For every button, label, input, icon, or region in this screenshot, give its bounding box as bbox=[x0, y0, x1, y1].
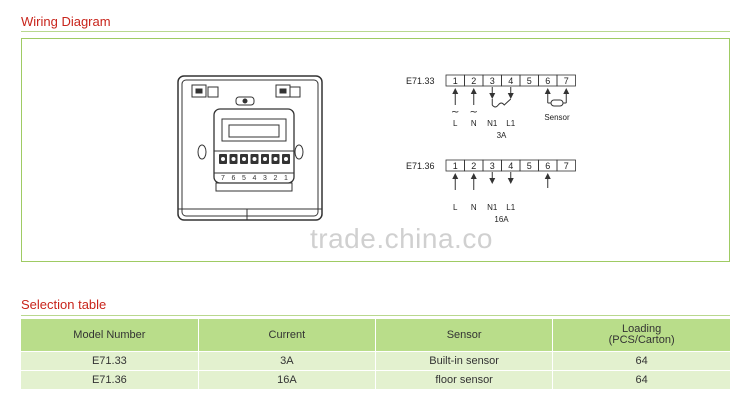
central-module bbox=[213, 108, 295, 184]
load-symbol bbox=[491, 98, 512, 108]
ac-tilde: ~ bbox=[451, 107, 459, 118]
cell-sensor: floor sensor bbox=[375, 370, 554, 389]
terminal-label: N1 bbox=[487, 119, 498, 128]
terminal-number: 7 bbox=[564, 161, 569, 171]
top-latch bbox=[235, 96, 255, 106]
terminal-label: N1 bbox=[487, 203, 498, 212]
device-outer-frame bbox=[177, 75, 323, 221]
header-model-number: Model Number bbox=[21, 319, 199, 352]
ac-tilde: ~ bbox=[470, 107, 478, 118]
terminal-number: 6 bbox=[545, 76, 550, 86]
arrow-head bbox=[470, 88, 477, 94]
sensor-symbol bbox=[550, 99, 564, 107]
arrow-head bbox=[489, 178, 496, 184]
screw-head bbox=[252, 157, 257, 161]
terminal-label: L bbox=[453, 203, 458, 212]
terminal-number: 6 bbox=[545, 161, 550, 171]
thermostat-back-drawing bbox=[177, 75, 323, 221]
table-row: E71.36 16A floor sensor 64 bbox=[21, 370, 730, 389]
arrow-head bbox=[563, 88, 570, 94]
selection-title-rule bbox=[21, 315, 730, 316]
cell-model: E71.36 bbox=[21, 370, 199, 389]
terminal-number: 4 bbox=[508, 76, 513, 86]
device-terminal-number: 1 bbox=[284, 175, 288, 182]
cell-sensor: Built-in sensor bbox=[375, 351, 554, 371]
selection-table: Model Number Current Sensor Loading (PCS… bbox=[21, 319, 730, 389]
arrow-head bbox=[544, 88, 551, 94]
device-terminal-number: 5 bbox=[242, 175, 246, 182]
terminal-number: 7 bbox=[564, 76, 569, 86]
screw-head bbox=[273, 157, 278, 161]
screw-head bbox=[231, 157, 236, 161]
sensor-label: Sensor bbox=[544, 113, 570, 122]
device-terminal-screws bbox=[219, 154, 290, 164]
header-loading: Loading (PCS/Carton) bbox=[552, 319, 730, 352]
table-header-row: Model Number Current Sensor Loading (PCS… bbox=[21, 319, 730, 352]
device-terminal-number: 6 bbox=[232, 175, 236, 182]
right-mount-hole bbox=[294, 144, 304, 160]
model-label: E71.36 bbox=[406, 161, 435, 171]
terminal-box bbox=[556, 74, 576, 87]
terminal-label: N bbox=[471, 203, 477, 212]
header-sensor: Sensor bbox=[375, 319, 554, 352]
arrow-head bbox=[470, 173, 477, 179]
wiring-diagram-title: Wiring Diagram bbox=[21, 14, 111, 29]
terminal-base bbox=[215, 182, 293, 192]
header-current: Current bbox=[198, 319, 377, 352]
terminal-number: 3 bbox=[490, 161, 495, 171]
table-row: E71.33 3A Built-in sensor 64 bbox=[21, 351, 730, 371]
terminal-number: 2 bbox=[471, 161, 476, 171]
cell-current: 3A bbox=[198, 351, 377, 371]
wiring-title-rule bbox=[21, 31, 730, 32]
arrow-head bbox=[507, 178, 514, 184]
cell-loading: 64 bbox=[552, 351, 730, 371]
terminal-number: 5 bbox=[527, 161, 532, 171]
left-mount-hole bbox=[197, 144, 207, 160]
terminal-number: 3 bbox=[490, 76, 495, 86]
terminal-label: L bbox=[453, 119, 458, 128]
model-label: E71.33 bbox=[406, 76, 435, 86]
device-terminal-number: 4 bbox=[253, 175, 257, 182]
screw-head bbox=[263, 157, 267, 161]
terminal-label: L1 bbox=[506, 203, 515, 212]
device-inner-frame bbox=[181, 79, 319, 217]
top-left-clip bbox=[191, 84, 207, 98]
terminal-label: L1 bbox=[506, 119, 515, 128]
screw-head bbox=[242, 157, 246, 161]
terminal-label: N bbox=[471, 119, 477, 128]
terminal-number: 4 bbox=[508, 161, 513, 171]
device-terminal-number: 3 bbox=[263, 175, 267, 182]
device-terminal-number: 7 bbox=[221, 175, 225, 182]
terminal-number: 1 bbox=[453, 161, 458, 171]
terminal-block bbox=[213, 150, 295, 174]
e7136-wiring: E71.36 1 2 3 4 5 6 7L N N1 L1 16A bbox=[406, 159, 576, 224]
terminal-number: 2 bbox=[471, 76, 476, 86]
terminal-number: 1 bbox=[453, 76, 458, 86]
terminal-box bbox=[556, 159, 576, 172]
cell-loading: 64 bbox=[552, 370, 730, 389]
screw-head bbox=[284, 157, 288, 161]
current-rating: 3A bbox=[497, 131, 507, 140]
current-rating: 16A bbox=[494, 215, 509, 224]
module-label-area bbox=[221, 118, 287, 142]
arrow-head bbox=[489, 93, 496, 99]
selection-table-title: Selection table bbox=[21, 297, 107, 312]
watermark-text: trade.china.co bbox=[310, 223, 493, 254]
screw-head bbox=[221, 157, 225, 161]
arrow-head bbox=[452, 173, 459, 179]
cell-model: E71.33 bbox=[21, 351, 199, 371]
arrow-head bbox=[544, 173, 551, 179]
terminal-number: 5 bbox=[527, 76, 532, 86]
arrow-head bbox=[452, 88, 459, 94]
arrow-head bbox=[507, 93, 514, 99]
cell-current: 16A bbox=[198, 370, 377, 389]
device-terminal-number: 2 bbox=[274, 175, 278, 182]
